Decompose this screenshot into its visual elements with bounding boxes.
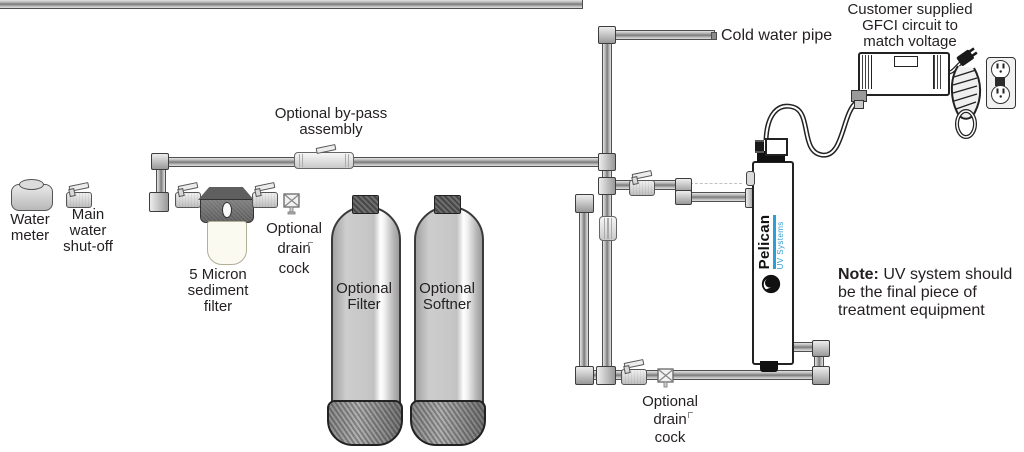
valve-lever-icon <box>623 358 645 370</box>
feed-top-elbow-fitting <box>575 194 594 213</box>
power-supply-left-band <box>862 55 872 89</box>
bottom-tee-fitting <box>596 366 616 385</box>
uv-unit-bottom-cap <box>760 361 778 372</box>
filter-tank-cap <box>352 195 379 214</box>
main-shutoff-label: Main water shut-off <box>63 206 113 256</box>
outlet-slots-icon <box>995 63 1005 98</box>
return-tee-fitting <box>598 177 616 195</box>
gfci-label: Customer supplied GFCI circuit to match … <box>847 1 973 51</box>
water-meter-dial <box>19 179 44 190</box>
drain-cock-right-valve <box>657 368 675 395</box>
bypass-union <box>294 152 354 169</box>
uv-note-title: Note: <box>838 266 879 283</box>
sediment-filter-head-top <box>198 187 254 200</box>
uv-unit-terminal-block <box>755 140 764 153</box>
pelican-bird-icon <box>760 273 782 295</box>
main-tee-fitting <box>149 192 169 212</box>
filter-tank-label: Optional Filter <box>336 280 392 314</box>
footnote-tick <box>308 242 313 248</box>
drain-cock-right-label: Optional drain cock <box>642 393 698 446</box>
uv-feed-riser-pipe <box>815 345 823 375</box>
uv-brand-subtitle: UV Systems <box>776 221 785 270</box>
filter-tank <box>331 206 401 418</box>
outlet-riser-pipe <box>603 30 611 373</box>
drain-cock-left-valve <box>283 193 301 220</box>
pipe-end-cap <box>711 32 717 40</box>
bypass-left-elbow-fitting <box>151 153 169 170</box>
drain-cock-left-label: Optional drain cock <box>266 220 322 277</box>
valve-lever-icon <box>631 169 653 181</box>
feed-down-pipe <box>580 204 588 373</box>
uv-brand-name: Pelican <box>756 214 776 270</box>
uv-inlet-pipe <box>684 193 750 201</box>
valve-lever-icon <box>68 181 90 193</box>
filter-tank-base <box>327 400 403 446</box>
feed-bottom-elbow-fitting <box>575 366 594 385</box>
valve-lever-icon <box>177 181 199 193</box>
softner-tank-cap <box>434 195 461 214</box>
step-lower-elbow-fitting <box>675 190 692 205</box>
hidden-pipe-dashed-line <box>690 183 742 184</box>
uv-brand-logo: Pelican UV Systems <box>753 207 789 303</box>
main-shutoff-valve <box>66 181 92 208</box>
uv-note-body: UV system should be the final piece of t… <box>838 266 1013 319</box>
bottom-run-valve <box>621 358 647 385</box>
filter-outlet-valve <box>252 181 278 208</box>
softner-tank-label: Optional Softner <box>419 280 475 314</box>
uv-return-valve <box>629 169 655 196</box>
bypass-assembly-label: Optional by-pass assembly <box>274 105 388 139</box>
uv-note: Note: UV system should be the final piec… <box>838 266 1024 320</box>
power-supply-window <box>894 56 918 67</box>
water-meter-label: Water meter <box>10 211 50 245</box>
softner-tank <box>414 206 484 418</box>
bypass-pipe <box>158 158 610 166</box>
uv-unit-lamp-connector <box>765 138 788 156</box>
filter-inlet-valve <box>175 181 201 208</box>
bypass-riser-pipe <box>157 165 165 201</box>
power-supply-cord-gland-tip <box>854 100 864 109</box>
sediment-filter-label: 5 Micron sediment filter <box>187 266 249 316</box>
riser-union-fitting <box>599 216 617 241</box>
cold-water-pipe-label: Cold water pipe <box>721 27 833 44</box>
uv-unit-side-port <box>746 171 755 186</box>
softner-tank-base <box>410 400 486 446</box>
bottom-run-pipe <box>578 371 823 379</box>
main-supply-pipe <box>0 0 582 8</box>
bypass-right-tee-fitting <box>598 153 616 171</box>
cold-water-outlet-pipe <box>606 31 714 39</box>
valve-lever-icon <box>254 181 276 193</box>
coiled-cord-icon <box>950 65 982 139</box>
bottom-right-elbow-fitting <box>812 366 830 385</box>
sediment-filter-bowl <box>207 221 247 265</box>
power-supply-right-band <box>933 55 943 89</box>
top-elbow-fitting <box>598 26 616 44</box>
uv-bottom-port-pipe <box>788 343 820 351</box>
footnote-tick <box>688 412 693 418</box>
sediment-filter-head-window <box>222 202 232 218</box>
uv-port-elbow-fitting <box>812 340 830 357</box>
